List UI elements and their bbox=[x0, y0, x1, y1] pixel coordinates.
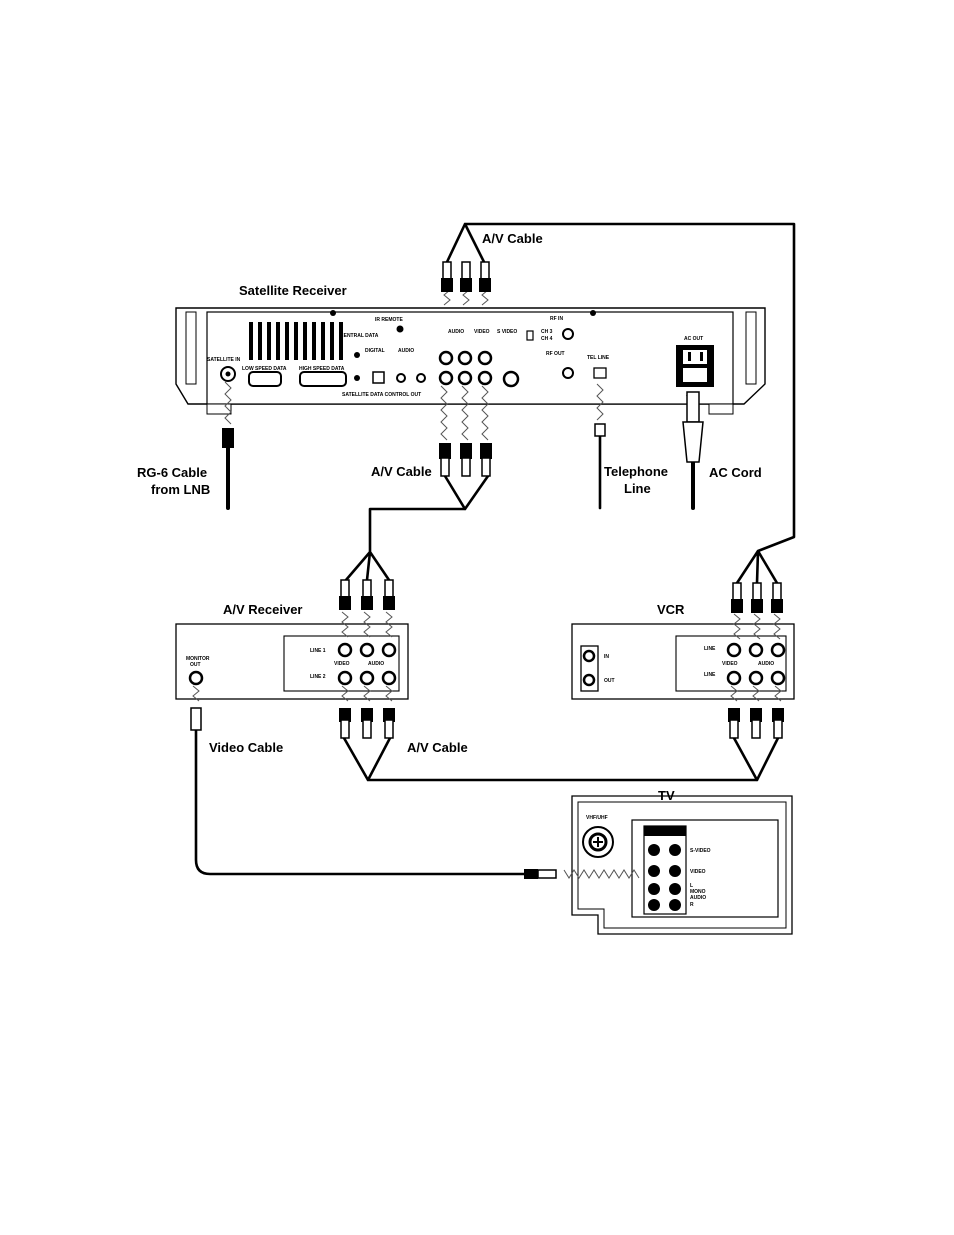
optical-out-port bbox=[372, 371, 385, 384]
svg-text:LINE 1: LINE 1 bbox=[310, 648, 326, 654]
svg-text:HIGH SPEED DATA: HIGH SPEED DATA bbox=[299, 366, 345, 372]
satellite-receiver: SATELLITE IN LOW SPEED DATA HIGH SPEED D… bbox=[175, 307, 766, 415]
rca-plugs-vcr bbox=[728, 582, 784, 739]
label-rg6-line1: RG-6 Cable bbox=[137, 465, 207, 480]
rf-in-port bbox=[562, 328, 574, 340]
svg-text:AUDIO: AUDIO bbox=[690, 895, 706, 901]
svg-text:DIGITAL: DIGITAL bbox=[365, 348, 385, 354]
s-video-port bbox=[502, 370, 520, 388]
svg-text:VIDEO: VIDEO bbox=[334, 661, 350, 667]
svg-text:RF OUT: RF OUT bbox=[546, 351, 565, 357]
svg-text:AUDIO: AUDIO bbox=[448, 329, 464, 335]
svg-text:IN: IN bbox=[604, 654, 609, 660]
video-plug-tv bbox=[524, 869, 640, 879]
svg-text:S VIDEO: S VIDEO bbox=[497, 329, 517, 335]
svg-text:LINE 2: LINE 2 bbox=[310, 674, 326, 680]
ac-outlet bbox=[676, 345, 714, 387]
svg-text:AUDIO: AUDIO bbox=[758, 661, 774, 667]
label-tv: TV bbox=[658, 788, 675, 803]
satellite-av-outputs bbox=[438, 350, 493, 386]
svg-text:MONO: MONO bbox=[690, 889, 706, 895]
tv: VHF/UHF S-VIDEO VIDEO L MONO AUDIO R bbox=[571, 795, 793, 935]
svg-text:OUT: OUT bbox=[604, 678, 615, 684]
svg-text:VHF/UHF: VHF/UHF bbox=[586, 815, 608, 821]
label-rg6-line2: from LNB bbox=[151, 482, 210, 497]
label-telephone-line1: Telephone bbox=[604, 464, 668, 479]
label-ac-cord: AC Cord bbox=[709, 465, 762, 480]
av-receiver: MONITOR OUT LINE 1 LINE 2 VIDEO AUDIO bbox=[175, 623, 409, 700]
video-cable bbox=[194, 728, 527, 876]
svg-text:CH 4: CH 4 bbox=[541, 336, 553, 342]
label-av-receiver: A/V Receiver bbox=[223, 602, 303, 617]
label-video-cable: Video Cable bbox=[209, 740, 283, 755]
svg-text:IR REMOTE: IR REMOTE bbox=[375, 317, 403, 323]
av-cable-avr-to-vcr bbox=[342, 736, 780, 782]
svg-text:VIDEO: VIDEO bbox=[722, 661, 738, 667]
label-vcr: VCR bbox=[657, 602, 685, 617]
svg-text:AC OUT: AC OUT bbox=[684, 336, 703, 342]
svg-text:OUT: OUT bbox=[190, 662, 201, 668]
rca-plugs-top bbox=[441, 261, 491, 306]
rca-plugs-avr bbox=[190, 579, 395, 739]
svg-text:S-VIDEO: S-VIDEO bbox=[690, 848, 711, 854]
label-satellite-receiver: Satellite Receiver bbox=[239, 283, 347, 298]
vcr: IN OUT LINE LINE VIDEO AUDIO bbox=[571, 623, 795, 700]
label-telephone-line2: Line bbox=[624, 481, 651, 496]
low-speed-data-port bbox=[248, 371, 282, 387]
label-av-cable-top: A/V Cable bbox=[482, 231, 543, 246]
rf-out-port bbox=[562, 367, 574, 379]
svg-text:VIDEO: VIDEO bbox=[474, 329, 490, 335]
svg-text:CENTRAL DATA: CENTRAL DATA bbox=[340, 333, 379, 339]
svg-text:RF IN: RF IN bbox=[550, 316, 563, 322]
high-speed-data-port bbox=[299, 371, 347, 387]
svg-text:AUDIO: AUDIO bbox=[368, 661, 384, 667]
av-cable-sat-to-vcr bbox=[445, 222, 796, 585]
svg-text:SATELLITE IN: SATELLITE IN bbox=[207, 357, 241, 363]
telephone-port bbox=[593, 367, 607, 379]
av-cable-sat-to-avr bbox=[344, 474, 490, 582]
rca-plugs-sat-bottom bbox=[222, 381, 704, 477]
svg-text:VIDEO: VIDEO bbox=[690, 869, 706, 875]
svg-text:R: R bbox=[690, 902, 694, 908]
ir-remote-jack bbox=[396, 325, 404, 333]
svg-text:L: L bbox=[690, 883, 693, 889]
svg-text:CH 3: CH 3 bbox=[541, 329, 553, 335]
svg-text:LINE: LINE bbox=[704, 646, 716, 652]
label-av-cable-bottom: A/V Cable bbox=[407, 740, 468, 755]
svg-text:SATELLITE DATA CONTROL OUT: SATELLITE DATA CONTROL OUT bbox=[342, 392, 421, 398]
vent-slots bbox=[249, 322, 343, 360]
svg-text:MONITOR: MONITOR bbox=[186, 656, 210, 662]
svg-text:AUDIO: AUDIO bbox=[398, 348, 414, 354]
svg-text:TEL LINE: TEL LINE bbox=[587, 355, 610, 361]
label-av-cable-mid: A/V Cable bbox=[371, 464, 432, 479]
svg-text:LINE: LINE bbox=[704, 672, 716, 678]
svg-text:LOW SPEED DATA: LOW SPEED DATA bbox=[242, 366, 287, 372]
